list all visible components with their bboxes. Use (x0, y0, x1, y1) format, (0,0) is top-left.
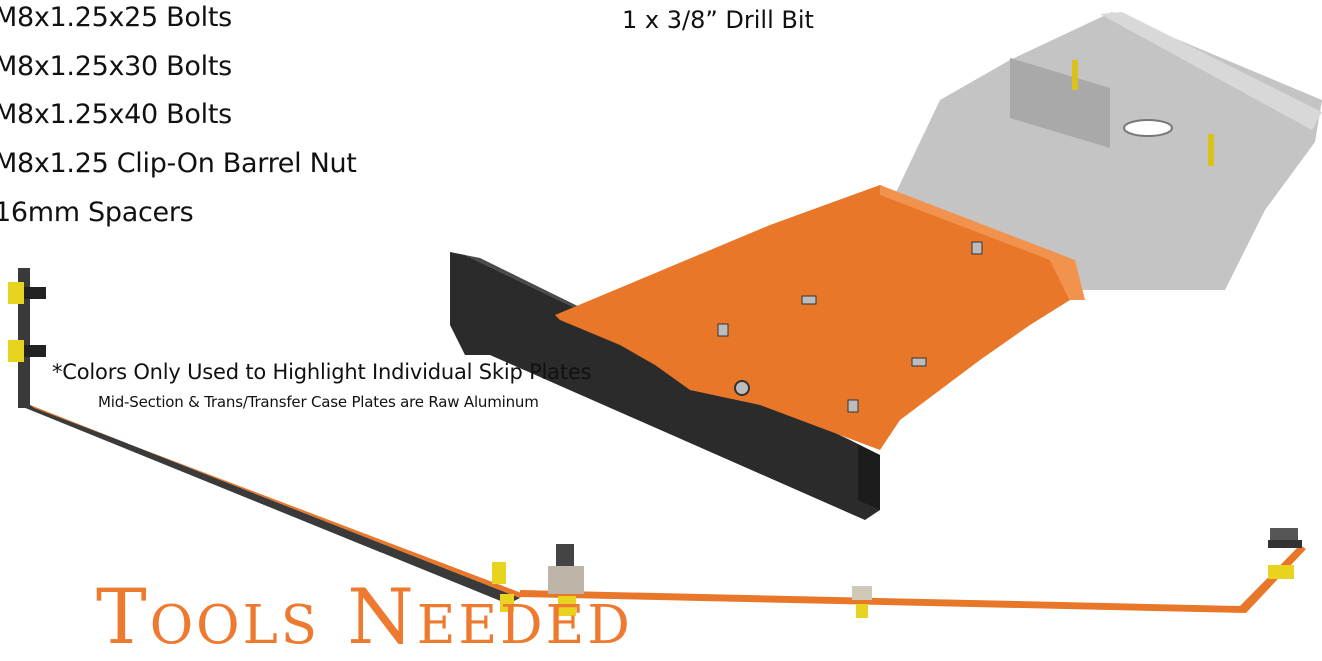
tools-item: 1 x 3/8” Drill Bit (622, 6, 814, 34)
parts-item: M8x1.25x30 Bolts (0, 51, 232, 82)
tools-needed-heading: Tools Needed (96, 572, 633, 661)
skid-plate-illustration (8, 12, 1322, 618)
parts-item: M8x1.25x40 Bolts (0, 99, 232, 130)
orange-midsection-plate (555, 185, 1085, 450)
aluminum-plate (890, 12, 1322, 290)
black-front-plate (450, 252, 880, 520)
parts-item: M8x1.25 Clip-On Barrel Nut (0, 148, 357, 179)
parts-item: 16mm Spacers (0, 197, 194, 228)
material-note: Mid-Section & Trans/Transfer Case Plates… (98, 393, 539, 411)
left-bracket-side-view (8, 268, 524, 604)
color-note: *Colors Only Used to Highlight Individua… (52, 360, 592, 384)
parts-item: M8x1.25x25 Bolts (0, 2, 232, 33)
bottom-rail-side-view (492, 528, 1306, 618)
